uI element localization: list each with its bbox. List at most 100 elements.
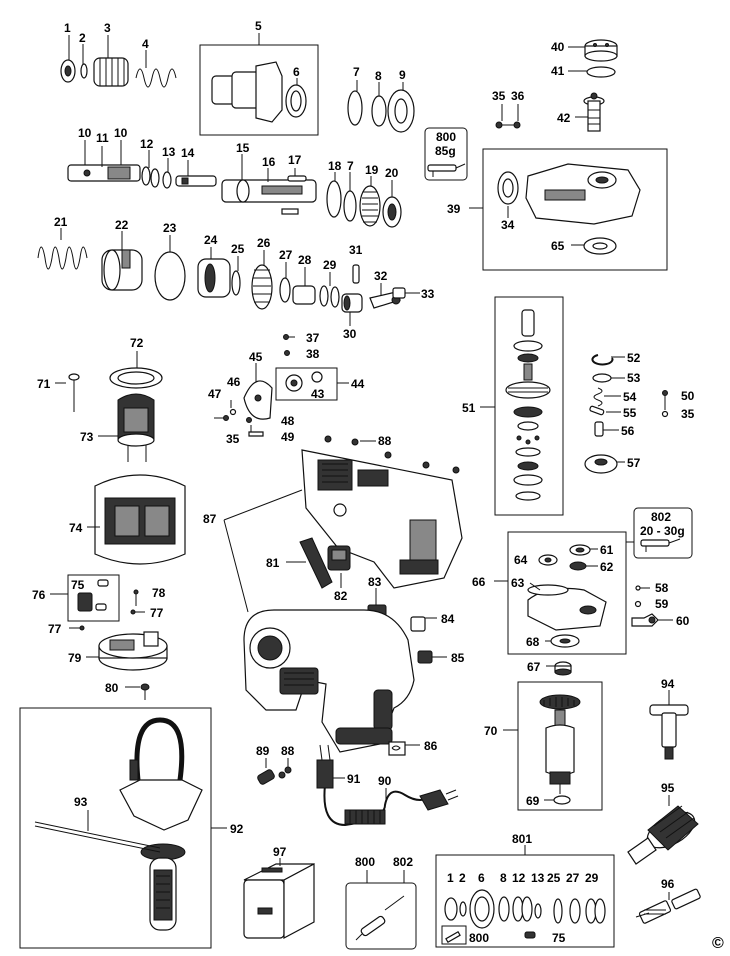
label-3: 3 (104, 21, 111, 35)
part-81-grip-insert (299, 537, 333, 589)
part-16-tool-holder (221, 179, 317, 215)
label-25: 25 (231, 242, 245, 256)
label-50: 50 (681, 389, 695, 403)
part-77-screws (69, 609, 145, 631)
part-27-ring (279, 277, 291, 303)
label-65: 65 (551, 239, 565, 253)
label-81: 81 (266, 556, 280, 570)
part-63-gear-cover (527, 584, 607, 631)
label-24: 24 (204, 233, 218, 247)
part-96-adapter (638, 888, 701, 924)
label-10b: 10 (114, 126, 128, 140)
part-90-power-cord (323, 784, 459, 827)
label-91: 91 (347, 772, 361, 786)
part-74-motor-housing (94, 474, 186, 565)
label-55: 55 (623, 406, 637, 420)
part-76-group-frame (67, 574, 120, 622)
part-21-spring (37, 246, 88, 270)
kit-801-labels: 1 2 6 8 12 13 25 27 29 75 (447, 871, 599, 945)
part-14-pin (175, 175, 217, 187)
part-51-group-frame (494, 296, 564, 516)
part-23-o-ring (154, 251, 186, 301)
label-31: 31 (349, 243, 363, 257)
part-35-36-screw (495, 121, 521, 129)
part-91-cord-guard (316, 744, 334, 789)
label-62: 62 (600, 560, 614, 574)
label-95: 95 (661, 781, 675, 795)
part-20-clutch (382, 196, 402, 228)
label-47: 47 (208, 387, 222, 401)
label-89: 89 (256, 744, 270, 758)
part-94-chuck-key (649, 704, 689, 760)
part-4-spring (135, 68, 177, 88)
part-89-88-clamp (257, 766, 292, 785)
part-30-bushing (341, 293, 363, 313)
part-71-screw (68, 373, 80, 412)
part-80-screw (140, 683, 150, 700)
part-55-pin (589, 405, 605, 416)
part-7-o-ring-lower (343, 190, 357, 222)
label-58: 58 (655, 581, 669, 595)
label-80: 80 (105, 681, 119, 695)
label-36: 36 (511, 89, 525, 103)
label-63: 63 (511, 576, 525, 590)
part-56-bushing (594, 421, 604, 437)
label-54: 54 (623, 390, 637, 404)
part-29-rings (319, 285, 340, 308)
label-45: 45 (249, 350, 263, 364)
label-5: 5 (255, 19, 262, 33)
label-77b: 77 (150, 606, 164, 620)
part-3-sleeve (93, 57, 129, 87)
part-48-49-clip (246, 417, 264, 437)
label-29: 29 (323, 258, 337, 272)
label-4: 4 (142, 37, 149, 51)
part-1-front-cap (60, 59, 76, 83)
kit-801-parts (441, 889, 606, 945)
label-86: 86 (424, 739, 438, 753)
label-51: 51 (462, 401, 476, 415)
grease-802-box (633, 507, 693, 559)
label-87: 87 (203, 512, 217, 526)
part-28-collar (292, 285, 316, 305)
label-802: 802 (393, 855, 413, 869)
part-70-group-frame (517, 681, 603, 811)
part-78-screw (133, 589, 139, 606)
label-41: 41 (551, 64, 565, 78)
label-92: 92 (230, 822, 244, 836)
label-34: 34 (501, 218, 515, 232)
label-40: 40 (551, 40, 565, 54)
part-40-cap (584, 39, 618, 62)
label-44: 44 (351, 377, 365, 391)
label-96: 96 (661, 877, 675, 891)
part-2-washer (80, 63, 88, 79)
part-50-screw (661, 390, 669, 418)
label-43: 43 (311, 387, 325, 401)
part-73-field-coil (117, 393, 155, 462)
part-79-end-cap (98, 631, 168, 671)
label-70: 70 (484, 724, 498, 738)
label-39: 39 (447, 202, 461, 216)
part-33-bushing (392, 287, 406, 299)
part-88-screws-top (324, 435, 460, 474)
part-45-brush-plate (243, 380, 273, 420)
part-13-ring (162, 171, 172, 189)
part-84-clip (410, 616, 426, 632)
label-60: 60 (676, 614, 690, 628)
label-801: 801 (512, 832, 532, 846)
label-56: 56 (621, 424, 635, 438)
part-42-valve (583, 92, 605, 132)
label-83: 83 (368, 575, 382, 589)
part-19-gear (359, 185, 381, 227)
part-61-bearing (569, 544, 591, 556)
label-66: 66 (472, 575, 486, 589)
label-2: 2 (79, 31, 86, 45)
label-17: 17 (288, 153, 302, 167)
label-13: 13 (162, 145, 176, 159)
part-65-bearing (583, 237, 617, 255)
label-7b: 7 (347, 159, 354, 173)
label-67: 67 (527, 660, 541, 674)
part-95-chuck (627, 805, 699, 865)
part-41-o-ring (586, 66, 616, 78)
label-48: 48 (281, 414, 295, 428)
